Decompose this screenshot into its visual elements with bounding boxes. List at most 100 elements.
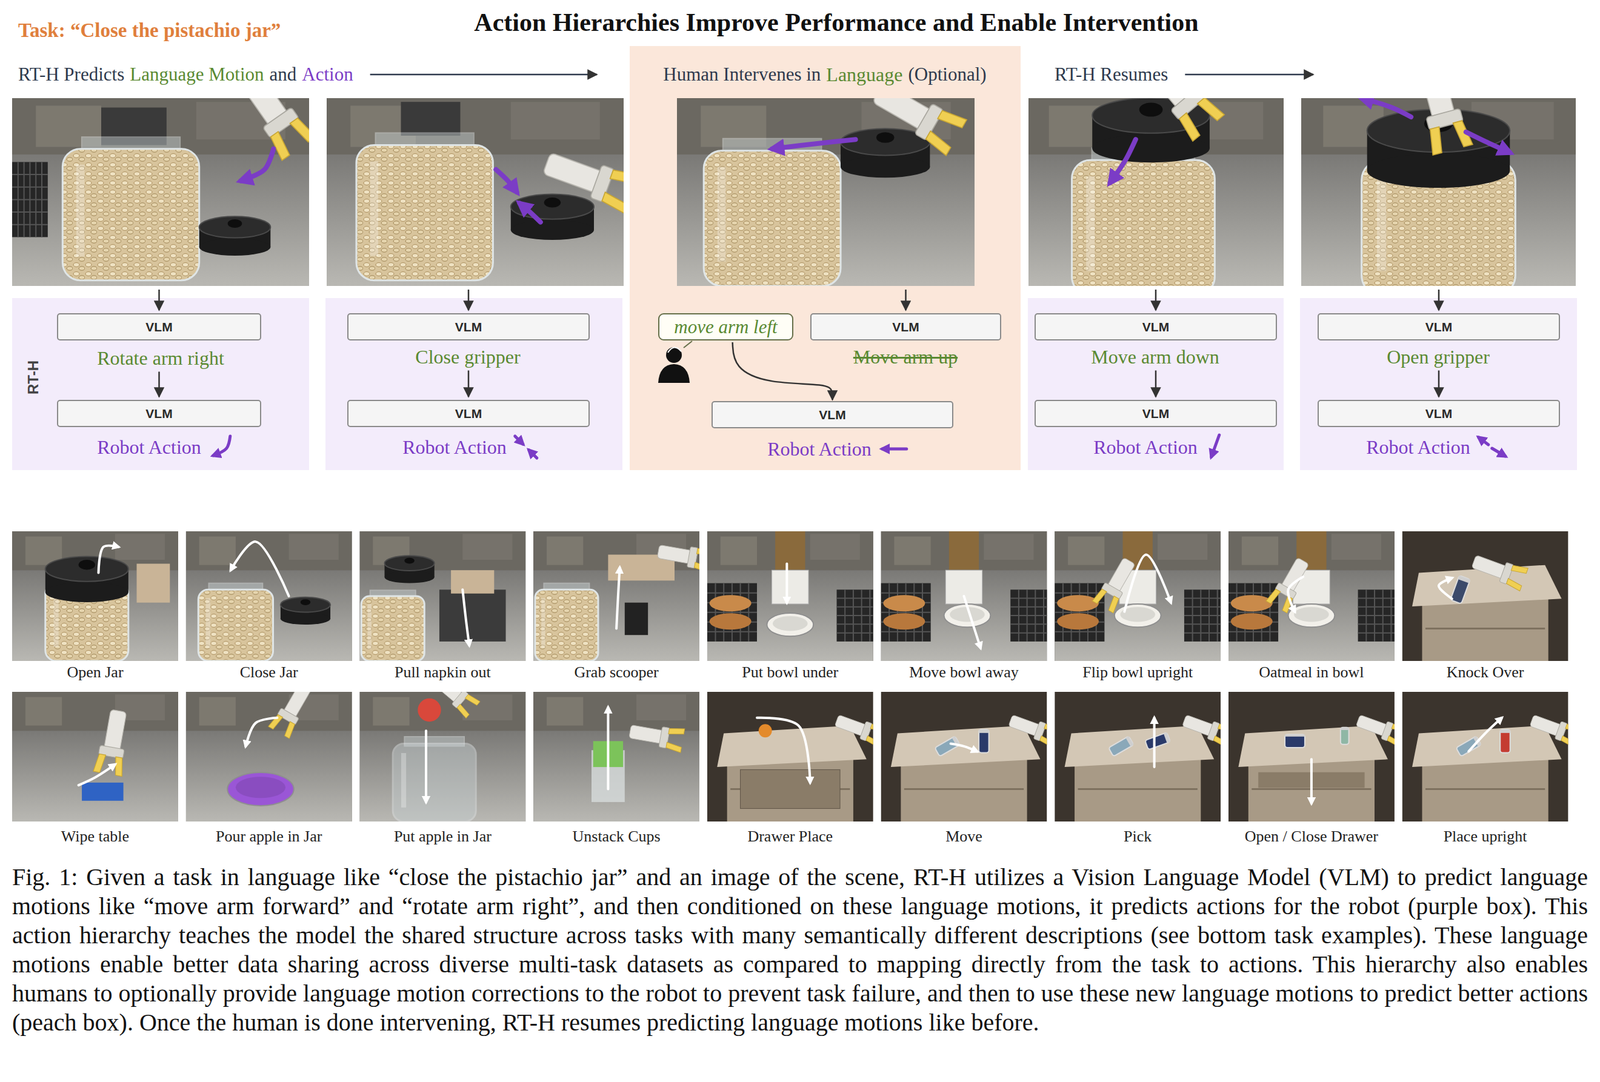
photo	[12, 531, 179, 662]
line-part	[1184, 598, 1221, 600]
rect-part	[359, 531, 526, 662]
path-part	[1217, 722, 1221, 734]
task-caption: Unstack Cups	[572, 827, 661, 847]
rect-part	[1284, 735, 1305, 748]
path-part	[112, 756, 126, 777]
ellipse-part	[876, 132, 894, 144]
bubble-tail	[683, 341, 693, 348]
g-part	[1340, 727, 1350, 745]
photo	[359, 692, 526, 822]
line-part	[707, 612, 757, 614]
path-part	[937, 107, 967, 132]
g-part	[1134, 98, 1225, 142]
rect-part	[949, 531, 979, 570]
rect-part	[775, 531, 805, 570]
flow-arrow	[1155, 289, 1157, 311]
motion-arrow	[882, 447, 907, 451]
motion-arrow	[964, 596, 981, 649]
rect-part	[703, 150, 841, 287]
motion-arrow	[616, 567, 620, 630]
ellipse-part	[1293, 607, 1330, 623]
rect-part	[76, 164, 85, 257]
rect-part	[1125, 736, 1134, 747]
model-label: VLM	[892, 320, 919, 335]
rect-part	[356, 145, 493, 281]
motion-arrow	[240, 149, 274, 182]
line-part	[904, 788, 1024, 791]
rect-part	[326, 98, 624, 287]
flow-arrow	[158, 289, 160, 311]
path-part	[668, 726, 685, 737]
motion-arrow	[606, 707, 610, 790]
ellipse-part	[510, 220, 594, 240]
photo	[1028, 98, 1284, 287]
rect-part	[289, 533, 339, 560]
photo	[12, 692, 179, 822]
ellipse-part	[709, 595, 752, 612]
line-part	[1054, 612, 1105, 614]
path-part	[1212, 736, 1221, 748]
task-caption: Pour apple in Jar	[215, 827, 322, 847]
rect-part	[1450, 575, 1471, 605]
path-part	[290, 115, 310, 145]
ellipse-part	[45, 556, 129, 582]
flow-arrow	[1438, 289, 1440, 311]
rect-part	[186, 531, 353, 571]
g-part	[268, 692, 317, 739]
line-part	[1358, 623, 1395, 625]
rect-part	[1458, 575, 1471, 584]
rect-part	[12, 161, 48, 237]
photo	[1054, 692, 1221, 822]
path-part	[1560, 736, 1569, 748]
motion-arrow	[772, 139, 856, 150]
ellipse-part	[235, 776, 286, 799]
rect-part	[12, 531, 179, 662]
model-label: VLM	[818, 407, 846, 423]
rect-part	[1340, 727, 1350, 731]
panel-background	[12, 298, 310, 471]
rect-part	[707, 583, 757, 642]
task-caption: Flip bowl upright	[1082, 663, 1193, 682]
sequence-arrow	[370, 73, 597, 76]
g-part	[1469, 550, 1528, 592]
ellipse-part	[280, 597, 331, 613]
rect-part	[810, 533, 860, 560]
rect-part	[1241, 536, 1279, 566]
figure-caption: Fig. 1: Given a task in language like “c…	[12, 863, 1588, 1038]
rect-part	[392, 744, 476, 822]
motion-arrow	[1124, 555, 1171, 613]
task-caption: Pick	[1123, 827, 1152, 847]
rect-part	[186, 692, 353, 731]
g-part	[1284, 735, 1305, 748]
line-part	[1054, 631, 1105, 633]
stage-heading: and	[269, 63, 297, 86]
line-part	[836, 623, 874, 625]
path-part	[1092, 587, 1107, 605]
motion-arrow	[1468, 718, 1502, 753]
action-label: Robot Action	[767, 438, 872, 461]
path-part	[1044, 722, 1048, 734]
path-part	[464, 693, 480, 708]
correction-text: move arm left	[673, 316, 777, 339]
task-caption: Open Jar	[66, 663, 124, 682]
circle-part	[417, 698, 441, 722]
path-part	[1426, 126, 1446, 156]
path-part	[1038, 736, 1047, 748]
line-part	[1184, 615, 1221, 617]
rect-part	[535, 589, 599, 662]
g-part	[656, 540, 700, 574]
task-caption: Knock Over	[1446, 663, 1525, 682]
line-part	[1010, 632, 1047, 634]
motion-arrow	[1492, 448, 1506, 457]
line-part	[1358, 606, 1395, 608]
motion-arrow	[529, 450, 537, 459]
photo	[186, 692, 353, 822]
task-caption: Put apple in Jar	[393, 827, 492, 847]
rect-part	[1086, 176, 1095, 271]
rect-part	[359, 692, 526, 822]
line-part	[913, 583, 915, 642]
rect-part	[462, 533, 513, 560]
rect-part	[546, 697, 584, 727]
g-part	[1354, 710, 1395, 748]
line-part	[1216, 589, 1219, 642]
